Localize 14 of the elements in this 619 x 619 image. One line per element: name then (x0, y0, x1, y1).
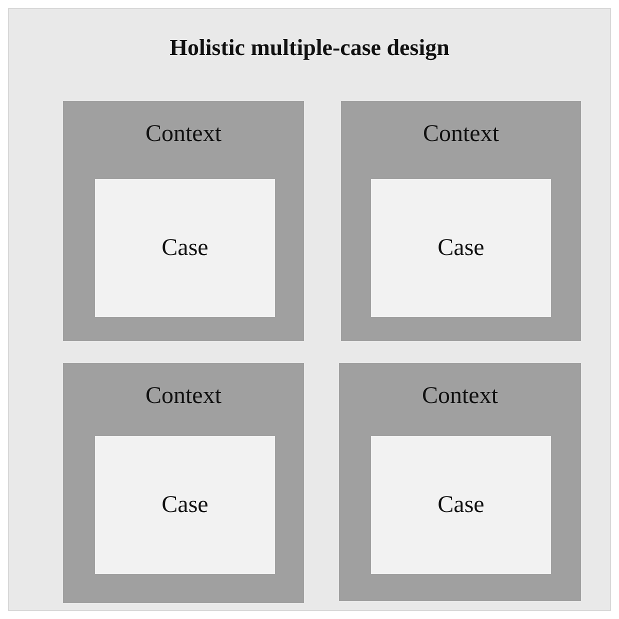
case-box: Case (371, 179, 551, 317)
context-label: Context (146, 121, 222, 148)
panel-label: Holistic multiple-case design (170, 35, 450, 61)
context-box (63, 363, 304, 603)
case-box: Case (95, 436, 275, 574)
context-label: Context (422, 383, 498, 410)
context-box (341, 101, 581, 341)
context-box (63, 101, 304, 341)
case-box: Case (95, 179, 275, 317)
context-label: Context (146, 383, 222, 410)
case-box: Case (371, 436, 551, 574)
context-box (339, 363, 581, 601)
context-label: Context (423, 121, 499, 148)
diagram-panel (8, 8, 611, 611)
